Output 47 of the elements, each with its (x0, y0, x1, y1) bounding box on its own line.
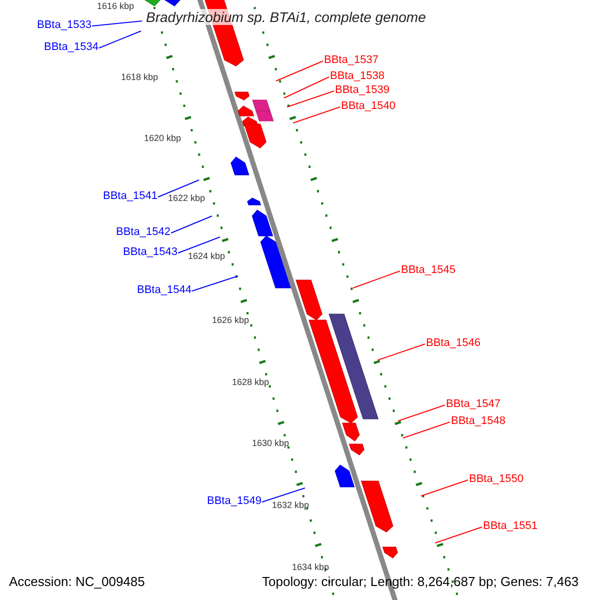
tick-label: 1616 kbp (97, 1, 134, 11)
leader-line (420, 480, 468, 496)
tick-label: 1626 kbp (212, 315, 250, 325)
gene-label: BBta_1549 (207, 495, 262, 507)
gene-label: BBta_1543 (123, 246, 178, 258)
gene-label: BBta_1546 (426, 337, 480, 349)
gene-label: BBta_1545 (401, 264, 456, 276)
tick-label: 1618 kbp (121, 72, 158, 82)
footer-text: Topology: circular; Length: 8,264,687 bp; Genes: 7,463 (262, 574, 579, 589)
leader-line (92, 20, 142, 26)
leader-line (192, 276, 238, 292)
gene-label: BBta_1533 (37, 19, 92, 31)
tick-label: 1630 kbp (252, 438, 290, 448)
tick-label: 1622 kbp (168, 193, 206, 203)
leader-line (402, 422, 450, 438)
gene-label: BBta_1534 (44, 41, 98, 53)
gene-label: BBta_1548 (451, 415, 506, 427)
tick-label: 1634 kbp (292, 562, 330, 572)
leader-line (284, 76, 330, 98)
gene-label: BBta_1550 (469, 473, 524, 485)
gene-label: BBta_1547 (446, 398, 500, 410)
leader-line (434, 526, 482, 544)
gene-label: BBta_1542 (116, 226, 170, 238)
tick-label: 1624 kbp (188, 251, 226, 261)
leader-line (352, 270, 400, 288)
gene-label: BBta_1538 (330, 70, 384, 82)
leader-line (178, 236, 220, 254)
leader-line (286, 90, 334, 108)
leader-line (292, 106, 340, 124)
gene-label: BBta_1539 (335, 84, 390, 96)
footer-text: Accession: NC_009485 (9, 574, 145, 589)
leader-line (262, 488, 306, 502)
gene-label: BBta_1537 (324, 54, 378, 66)
tick-label: 1632 kbp (272, 500, 310, 510)
leader-line (378, 344, 426, 360)
map-title: Bradyrhizobium sp. BTAi1, complete genome (146, 9, 426, 25)
gene-label: BBta_1551 (483, 520, 538, 532)
leader-line (98, 30, 142, 48)
leader-line (158, 180, 200, 198)
tick-label: 1620 kbp (144, 133, 182, 143)
gene-label: BBta_1540 (341, 100, 396, 112)
leader-line (170, 216, 212, 234)
leader-line (276, 60, 324, 82)
tick-label: 1628 kbp (232, 377, 270, 387)
leader-line (398, 404, 446, 422)
gene-label: BBta_1544 (137, 284, 192, 296)
gene-label: BBta_1541 (103, 190, 158, 202)
